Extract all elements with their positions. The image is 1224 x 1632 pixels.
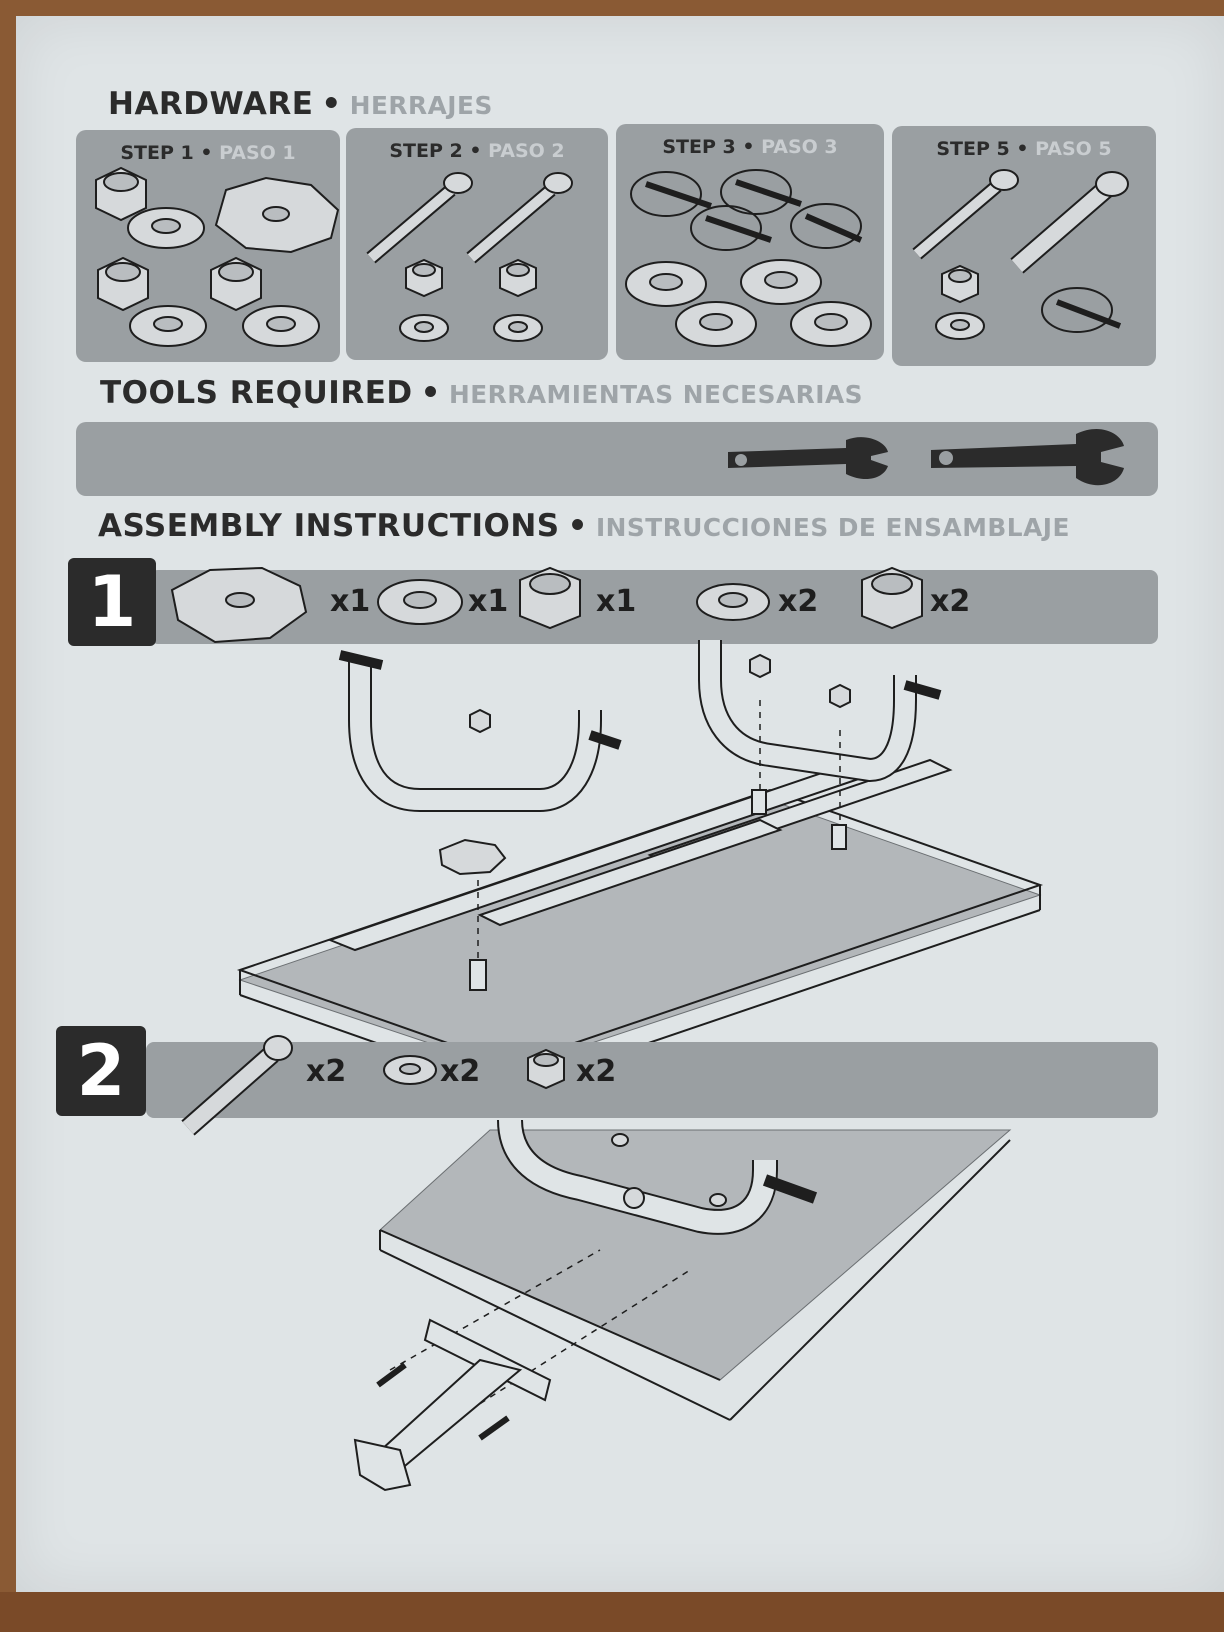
bolt-small: [478, 1415, 510, 1441]
nut-icon: [97, 256, 149, 312]
nut-icon: [210, 256, 262, 312]
hardware-title: HARDWARE: [108, 86, 314, 122]
octagon-plate-icon: [214, 176, 340, 254]
hardware-panel-step2: STEP 2 • PASO 2: [346, 128, 608, 360]
bolt-icon: [466, 172, 573, 264]
lynch-pin-icon: [630, 171, 712, 217]
step2-qty-3: x2: [576, 1054, 617, 1089]
octagon-plate-small: [438, 838, 507, 876]
step2-qty-1: x2: [306, 1054, 347, 1089]
octagon-plate-icon: [170, 566, 308, 644]
tools-icons: [728, 429, 1124, 486]
lynch-pin-icon: [720, 169, 802, 215]
panel-title: STEP 2 • PASO 2: [389, 140, 565, 162]
panel-title: STEP 5 • PASO 5: [936, 138, 1112, 160]
hitch-receiver: [353, 1318, 552, 1492]
step1-parts-bar: [150, 570, 1158, 644]
washer-icon: [696, 583, 770, 621]
nut-small: [749, 653, 771, 679]
nut-icon: [519, 566, 581, 630]
washer-icon: [383, 1055, 437, 1085]
hardware-panel-step5: STEP 5 • PASO 5: [892, 126, 1156, 366]
nut-icon: [527, 1048, 565, 1090]
step1-number: 1: [68, 558, 156, 646]
cargo-carrier-frame: [379, 1129, 1012, 1421]
tools-heading: TOOLS REQUIRED•HERRAMIENTAS NECESARIAS: [100, 375, 864, 411]
nut-icon: [95, 166, 147, 222]
hardware-panel-step3: STEP 3 • PASO 3: [616, 124, 884, 360]
washer-icon: [935, 312, 985, 340]
step1-hardware-icons: [95, 166, 340, 347]
tools-panel: [76, 422, 1158, 496]
panel-title: STEP 1 • PASO 1: [120, 142, 296, 164]
bolt-icon: [181, 1035, 293, 1136]
nut-icon: [405, 258, 443, 298]
tools-title: TOOLS REQUIRED: [100, 375, 413, 411]
adjustable-wrench-icon: [931, 429, 1124, 486]
step2-hardware-icons: [366, 172, 573, 342]
bolt-small: [376, 1362, 407, 1388]
step1-qty-3: x1: [596, 584, 637, 619]
washer-icon: [242, 305, 320, 347]
bolt-icon: [912, 169, 1019, 260]
washer-icon: [493, 314, 543, 342]
washer-icon: [790, 301, 872, 347]
washer-icon: [129, 305, 207, 347]
wrench-icon: [728, 437, 888, 480]
step3-hardware-icons: [625, 169, 872, 347]
nut-icon: [499, 258, 537, 298]
washer-icon: [399, 314, 449, 342]
washer-icon: [377, 579, 463, 625]
assembly-heading: ASSEMBLY INSTRUCTIONS•INSTRUCCIONES DE E…: [98, 508, 1070, 544]
panel-title: STEP 3 • PASO 3: [662, 136, 838, 158]
nut-icon: [861, 566, 923, 630]
step1-qty-4: x2: [778, 584, 819, 619]
step1-qty-1: x1: [330, 584, 371, 619]
clevis-pin-icon: [1010, 171, 1129, 274]
u-bracket: [497, 1119, 818, 1235]
washer-small: [709, 1193, 727, 1207]
hardware-heading: HARDWARE•HERRAJES: [108, 86, 493, 122]
step1-assembly-diagram: [236, 640, 1044, 1091]
bolt-icon: [366, 172, 473, 264]
nut-small: [469, 708, 491, 734]
table-surface: [0, 1592, 1224, 1632]
nut-small: [829, 683, 851, 709]
lynch-pin-icon: [790, 203, 863, 249]
u-bracket-right: [698, 640, 942, 783]
step2-number: 2: [56, 1026, 146, 1116]
step2-assembly-diagram: [353, 1119, 1012, 1492]
lynch-pin-icon: [1041, 287, 1122, 333]
assembly-title-es: INSTRUCCIONES DE ENSAMBLAJE: [595, 513, 1070, 542]
washer-icon: [127, 207, 205, 249]
lynch-pin-icon: [690, 205, 772, 251]
washer-icon: [740, 259, 822, 305]
hardware-title-es: HERRAJES: [349, 91, 493, 120]
step2-part-icons: [181, 1035, 565, 1136]
nut-icon: [941, 264, 979, 304]
step5-hardware-icons: [912, 169, 1129, 340]
step2-parts-bar: [146, 1042, 1158, 1118]
hardware-panel-step1: STEP 1 • PASO 1: [76, 130, 340, 362]
u-bracket-left: [338, 650, 622, 812]
step1-qty-2: x1: [468, 584, 509, 619]
step1-qty-5: x2: [930, 584, 971, 619]
cargo-carrier-frame: [236, 758, 1044, 1091]
washer-icon: [625, 261, 707, 307]
tools-title-es: HERRAMIENTAS NECESARIAS: [448, 380, 864, 409]
step2-qty-2: x2: [440, 1054, 481, 1089]
washer-small: [611, 1133, 629, 1147]
step1-part-icons: [170, 566, 923, 644]
washer-icon: [675, 301, 757, 347]
assembly-title: ASSEMBLY INSTRUCTIONS: [98, 508, 560, 544]
